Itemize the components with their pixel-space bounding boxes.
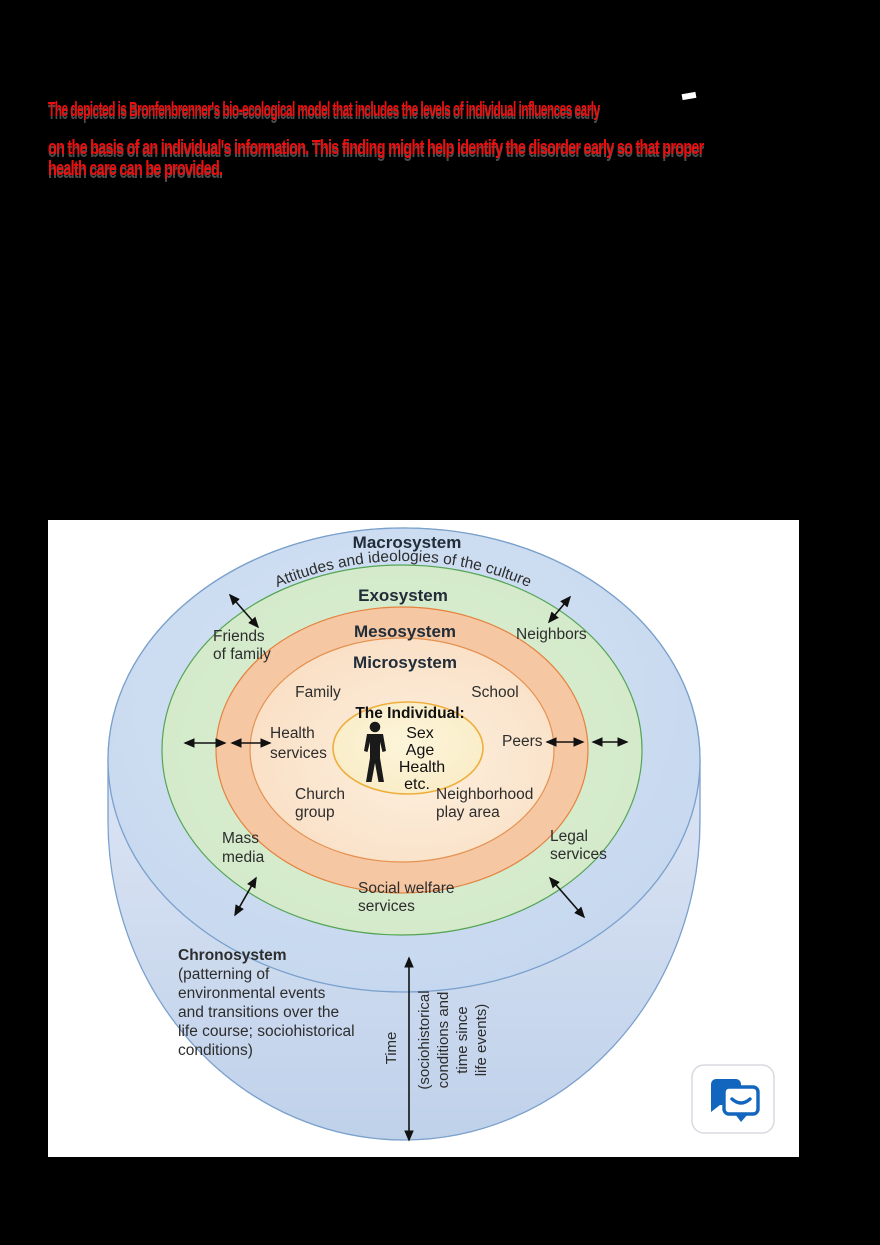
arrow-top-right	[547, 595, 572, 624]
annotation-paragraph-2: on the basis of an individual's informat…	[48, 138, 704, 180]
friends-of-family-label-line1: Friends	[213, 628, 265, 645]
legal-services-label-line1: Legal	[550, 828, 588, 845]
annotation-paragraph-2-line-2: health care can be provided.	[48, 158, 223, 180]
microsystem-label: Microsystem	[353, 653, 457, 672]
individual-item-health: Health	[399, 759, 445, 776]
health-services-label-line1: Health	[270, 725, 315, 742]
person-icon	[364, 721, 386, 782]
peers-label: Peers	[502, 733, 543, 750]
arrow-bottom-left	[234, 876, 257, 917]
mesosystem-label: Mesosystem	[354, 622, 456, 641]
neighborhood-play-area-label-line2: play area	[436, 804, 500, 821]
health-services-label-line2: services	[270, 745, 327, 762]
time-axis-paren-line-1: (sociohistorical	[416, 990, 433, 1089]
individual-title: The Individual:	[355, 705, 464, 722]
school-label: School	[471, 684, 518, 701]
family-label: Family	[295, 684, 341, 701]
time-axis-paren-line-2: conditions and	[435, 992, 452, 1089]
chronosystem-title: Chronosystem	[178, 947, 287, 964]
church-group-label-line1: Church	[295, 786, 345, 803]
mass-media-label-line1: Mass	[222, 830, 259, 847]
legal-services-label-line2: services	[550, 846, 607, 863]
exosystem-label: Exosystem	[358, 586, 448, 605]
annotation-paragraph-1: The depicted is Bronfenbrenner's bio-eco…	[48, 99, 600, 121]
arrow-bottom-right	[548, 876, 586, 919]
friends-of-family-label-line2: of family	[213, 646, 271, 663]
chronosystem-line-3: and transitions over the	[178, 1004, 339, 1021]
social-welfare-services-label-line2: services	[358, 898, 415, 915]
time-axis-paren-line-4: life events)	[473, 1004, 490, 1077]
macrosystem-label: Macrosystem	[353, 533, 462, 552]
individual-item-sex: Sex	[406, 725, 434, 742]
small-white-mark	[681, 91, 697, 101]
time-axis-label: Time	[383, 1032, 400, 1065]
annotation-paragraph-2-line-1: on the basis of an individual's informat…	[48, 137, 704, 159]
chronosystem-line-5: conditions)	[178, 1042, 253, 1059]
social-welfare-services-label-line1: Social welfare	[358, 880, 455, 897]
church-group-label-line2: group	[295, 804, 335, 821]
neighbors-label: Neighbors	[516, 626, 587, 643]
individual-item-age: Age	[406, 742, 435, 759]
mass-media-label-line2: media	[222, 849, 265, 866]
time-axis-paren-line-3: time since	[454, 1006, 471, 1074]
figure-panel: Macrosystem Attitudes and ideologies of …	[48, 520, 799, 1157]
chat-bubbles-icon	[711, 1079, 760, 1122]
chronosystem-line-2: environmental events	[178, 985, 326, 1002]
chronosystem-line-4: life course; sociohistorical	[178, 1023, 355, 1040]
arrow-top-left	[228, 593, 260, 629]
chat-widget-button[interactable]	[691, 1064, 775, 1134]
chronosystem-line-1: (patterning of	[178, 966, 270, 983]
individual-item-etc: etc.	[404, 776, 430, 793]
ecological-systems-diagram: Macrosystem Attitudes and ideologies of …	[107, 527, 775, 1142]
neighborhood-play-area-label-line1: Neighborhood	[436, 786, 533, 803]
